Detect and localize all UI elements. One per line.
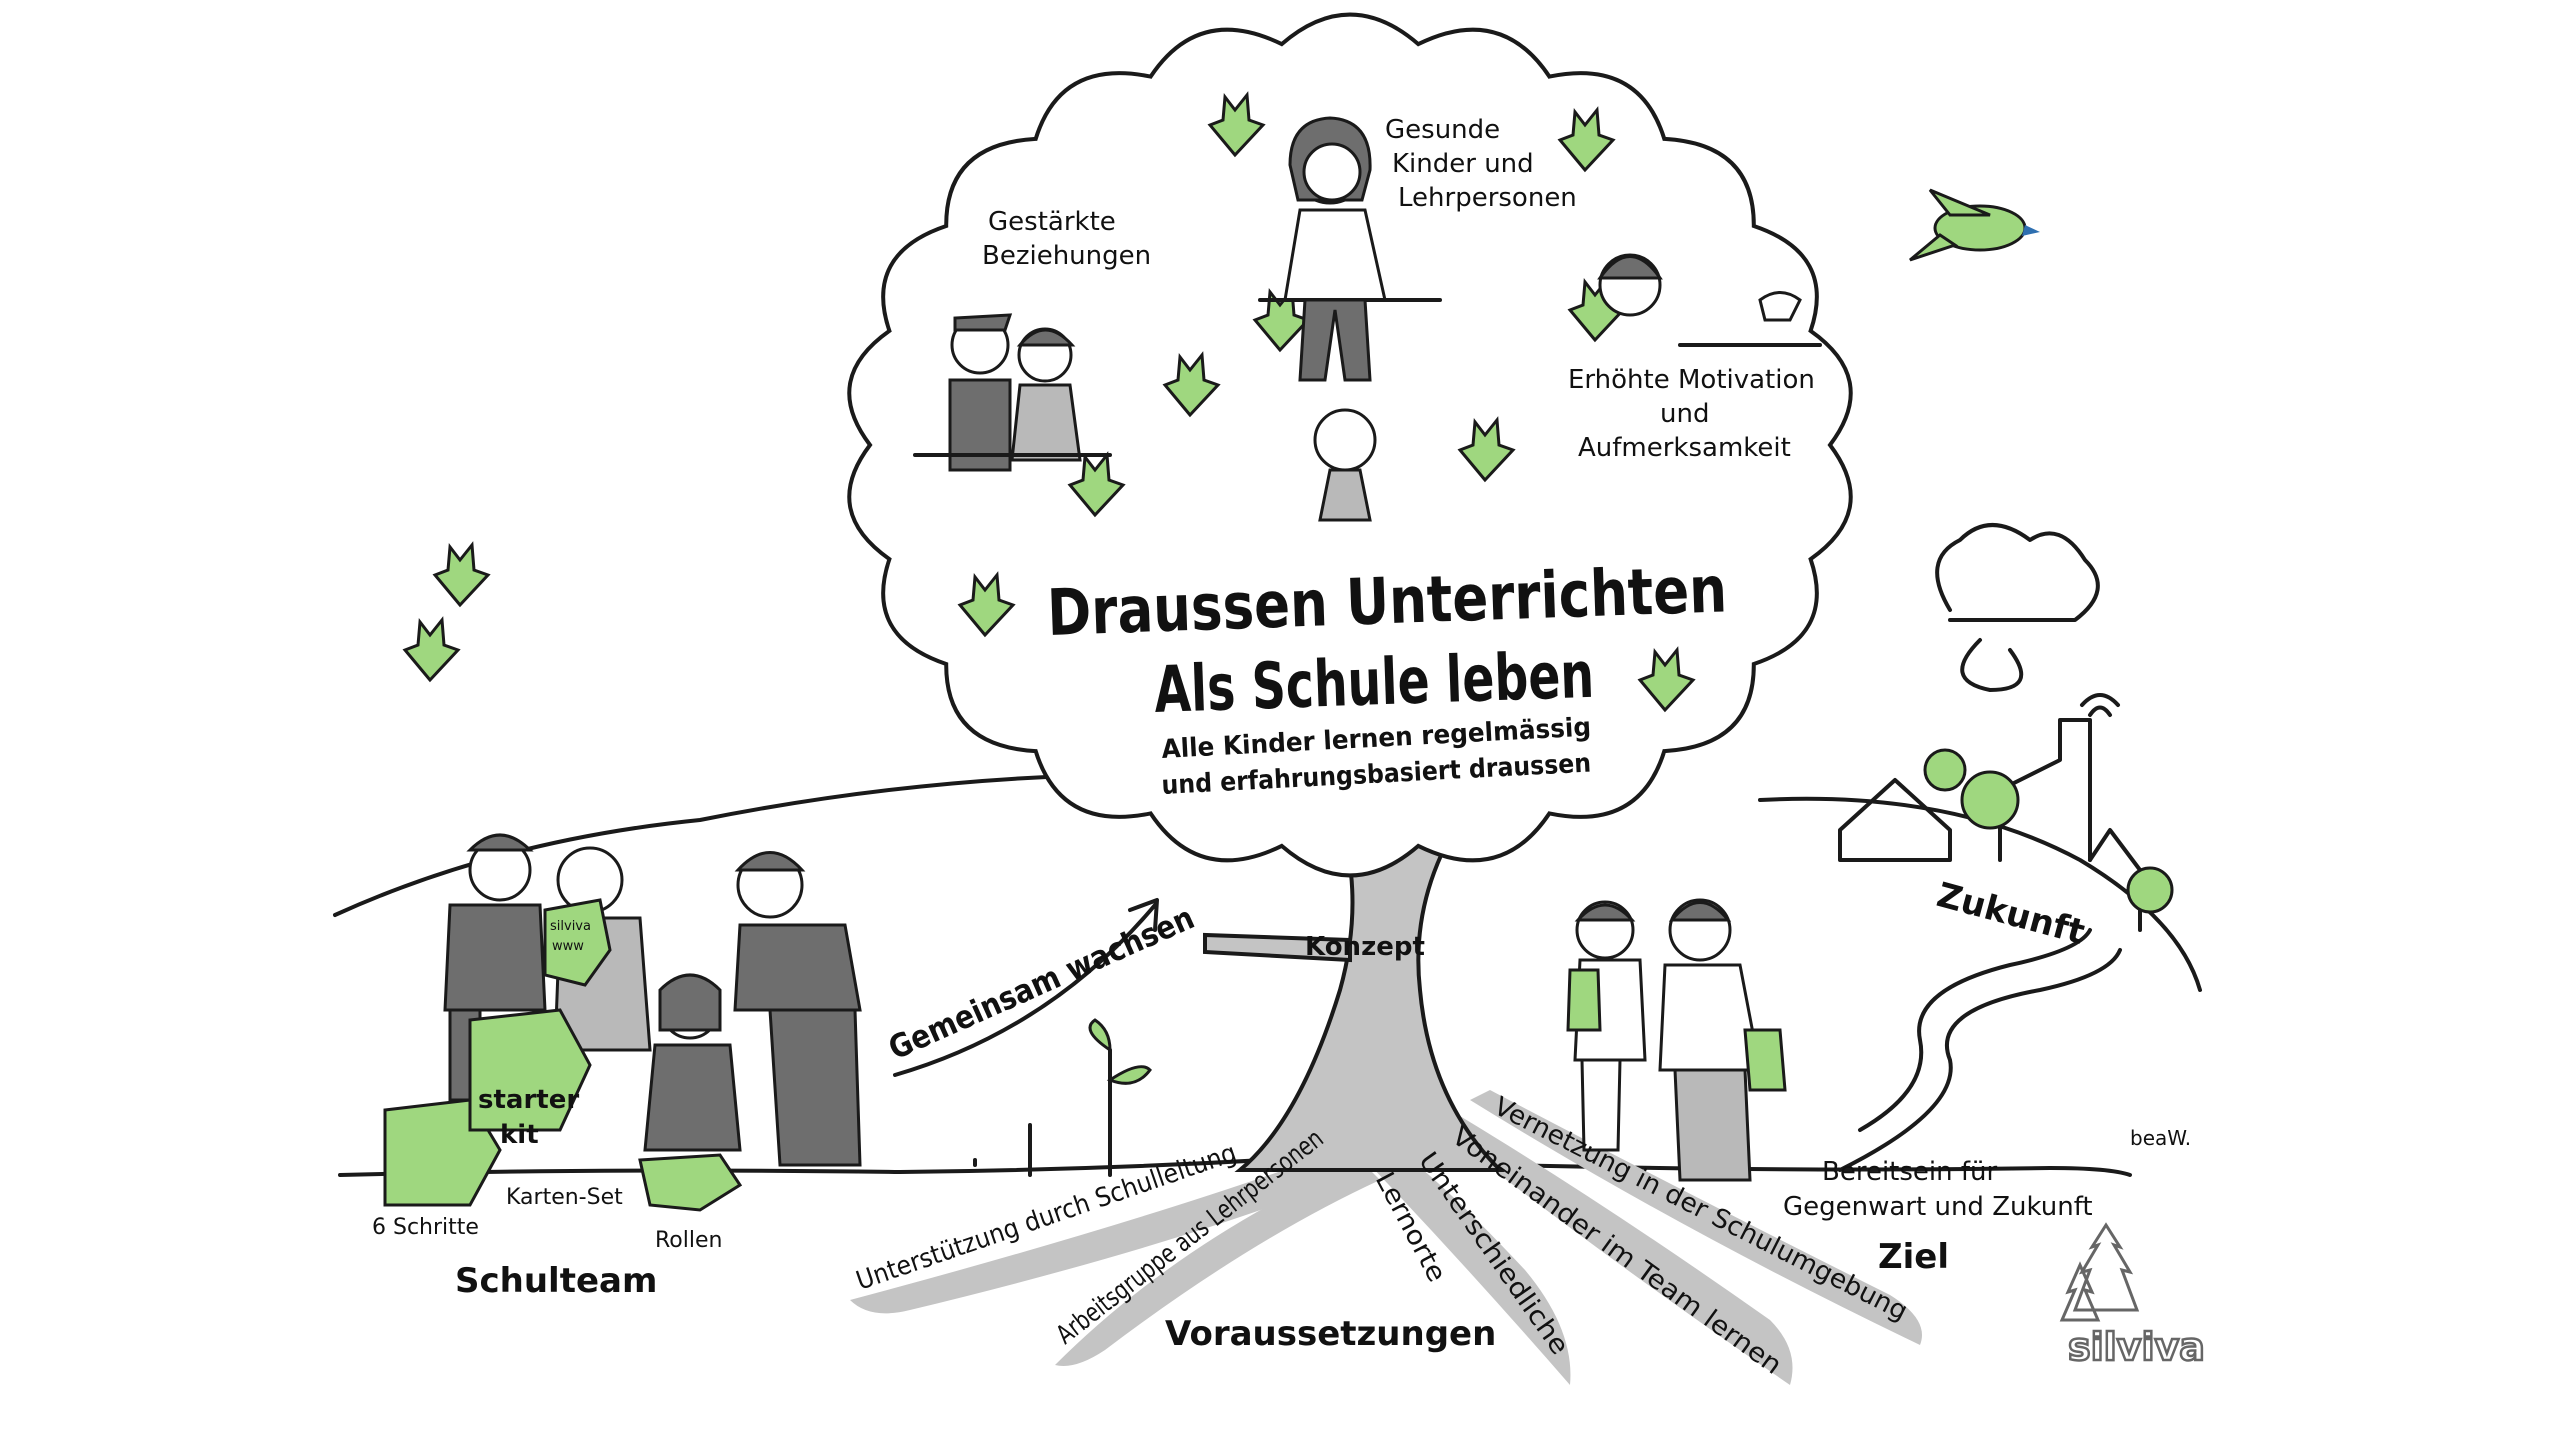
goal-text: Bereitsein für (1822, 1157, 1998, 1187)
goal-text: Gegenwart und Zukunft (1783, 1192, 2093, 1222)
outcome-health-line: Lehrpersonen (1398, 183, 1577, 213)
outcome-motivation-line: und (1660, 399, 1709, 429)
outcome-relations-line: Gestärkte (988, 207, 1116, 237)
roots (850, 1090, 1922, 1385)
team-heading: Schulteam (455, 1261, 657, 1301)
growth-arrow (893, 898, 1159, 1077)
card-text: silviva (550, 919, 591, 934)
kit-label: starter (478, 1085, 579, 1115)
outcome-health: Gesunde Kinder und Lehrpersonen (1385, 115, 1577, 213)
roles-label: Rollen (655, 1228, 722, 1253)
green-bird (1909, 188, 2040, 262)
future-people (1566, 898, 1787, 1182)
leaf-icon (1207, 91, 1266, 158)
goal-heading: Ziel (1878, 1237, 1949, 1277)
kit-label: kit (500, 1120, 539, 1150)
outcome-health-line: Kinder und (1392, 149, 1534, 179)
roots-heading: Voraussetzungen (1165, 1314, 1496, 1354)
branch (1203, 932, 1352, 963)
trees-icon (2059, 1222, 2140, 1322)
path-edge (1858, 928, 2092, 1132)
leaf-icon (1067, 451, 1126, 518)
town (1838, 693, 2174, 932)
leaf-icon (1637, 646, 1696, 713)
outcome-motivation-line: Aufmerksamkeit (1578, 433, 1791, 463)
outcome-relations-line: Beziehungen (982, 241, 1151, 271)
starter-kit (383, 898, 743, 1212)
cloud (1935, 523, 2100, 692)
steps-label: 6 Schritte (372, 1215, 479, 1240)
leaf-icon (432, 541, 491, 608)
outcome-motivation-line: Erhöhte Motivation (1568, 365, 1815, 395)
leaf-icon (402, 616, 461, 683)
leaves (402, 91, 1696, 713)
trunk-label: Konzept (1305, 932, 1425, 962)
friends-on-bench (913, 313, 1112, 472)
growth-label: Gemeinsam wachsen (883, 898, 1200, 1067)
sapling-leaf (1088, 1018, 1152, 1085)
right-hill (1758, 796, 2202, 992)
woman-on-branch (1258, 116, 1442, 522)
school-team-people (443, 833, 862, 1167)
leaf-icon (957, 571, 1016, 638)
outcome-health-line: Gesunde (1385, 115, 1500, 145)
signature: beaW. (2130, 1126, 2191, 1150)
path (1838, 948, 2122, 1172)
future-label: Zukunft (1933, 875, 2089, 953)
cards-label: Karten-Set (506, 1185, 623, 1210)
outcome-motivation: Erhöhte Motivation und Aufmerksamkeit (1568, 365, 1815, 463)
silviva-logo: silviva (2059, 1222, 2206, 1370)
logo-text: silviva (2068, 1325, 2205, 1369)
leaf-icon (1557, 106, 1616, 173)
leaf-icon (1162, 351, 1221, 418)
child-with-bird-nest (1597, 253, 1822, 347)
card-text: www (552, 939, 584, 954)
leaf-icon (1457, 416, 1516, 483)
sapling (973, 1048, 1112, 1177)
title-line-2: Als Schule leben (1153, 639, 1595, 728)
outcome-relations: Gestärkte Beziehungen (982, 207, 1151, 271)
